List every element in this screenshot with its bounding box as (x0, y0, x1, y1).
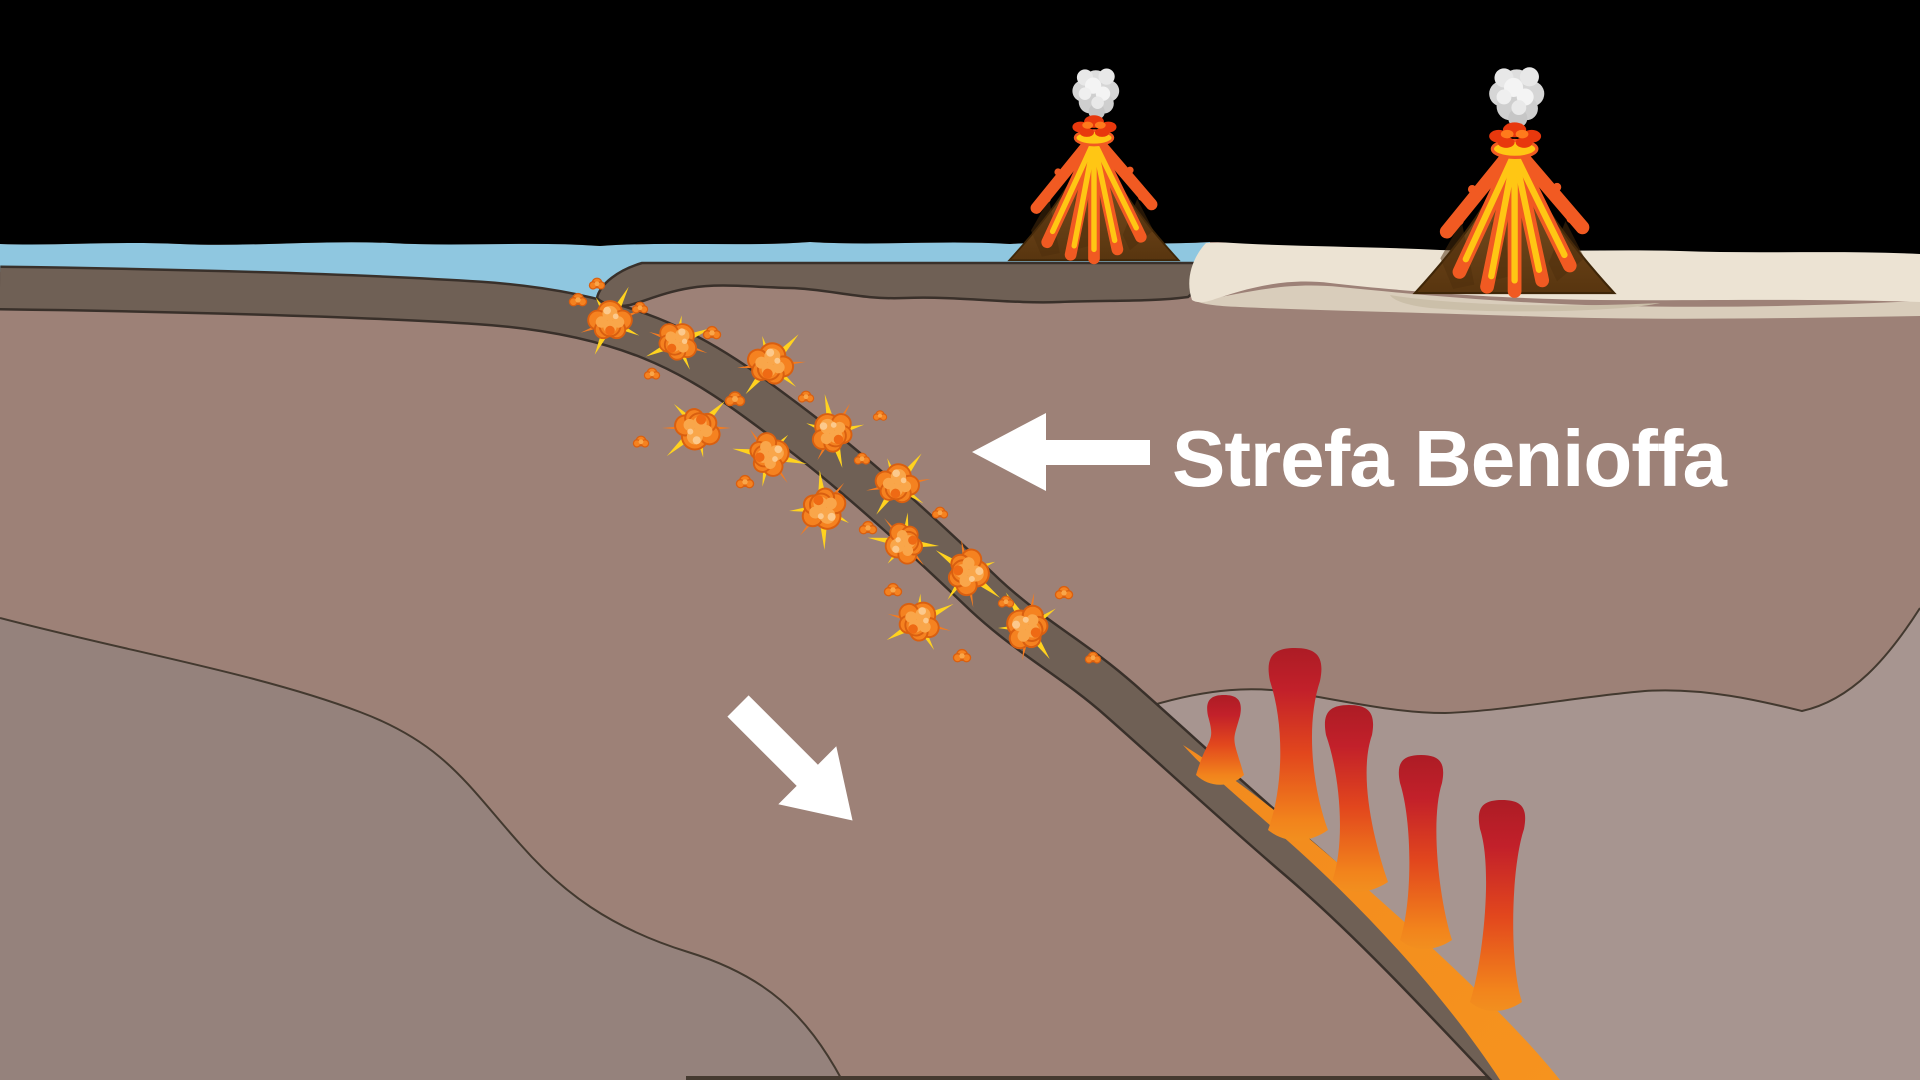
down-right-arrow-icon (727, 695, 853, 821)
ocean-water (0, 242, 1210, 298)
magma-plume (1324, 705, 1388, 892)
magma-plume (1470, 800, 1526, 1011)
benioff-zone-label: Strefa Benioffa (1172, 414, 1727, 503)
benioff-annotation: Strefa Benioffa (972, 413, 1728, 503)
mantle-deep-region (0, 617, 843, 1080)
magma-plume (1398, 755, 1452, 949)
magma-plumes (1183, 648, 1560, 1080)
left-arrow-icon (972, 413, 1150, 491)
sky (0, 0, 1920, 254)
oceanic-plate-slab (0, 265, 1537, 1080)
magma-plume (1268, 648, 1328, 841)
magma-plume (1196, 695, 1244, 785)
